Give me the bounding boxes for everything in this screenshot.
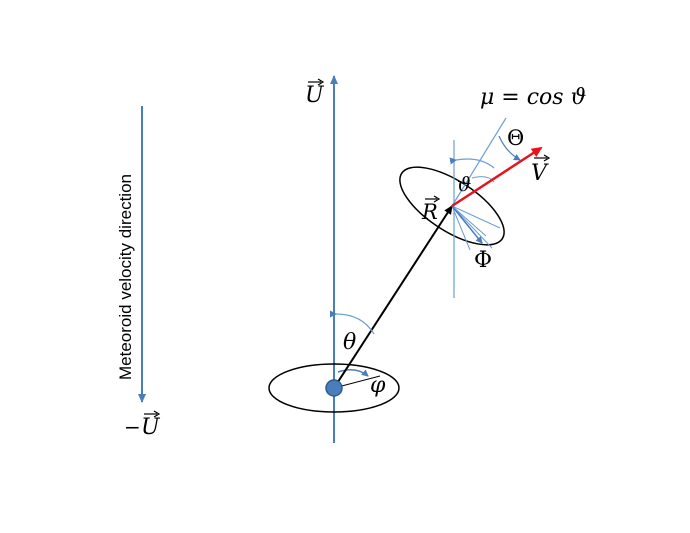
local-ellipse: [399, 166, 505, 246]
meteoroid-direction-label: Meteoroid velocity direction: [116, 174, 135, 380]
r-label: R: [421, 195, 441, 224]
theta-label: θ: [343, 330, 356, 355]
v-vector: [451, 146, 543, 208]
phi-angle-arc: [337, 369, 369, 377]
base-ellipse: [268, 363, 400, 413]
vector-arrow-icon: [425, 195, 441, 203]
vector-arrow-icon: [534, 154, 551, 162]
svg-text:U: U: [141, 415, 161, 440]
phi-label: φ: [370, 373, 386, 398]
u-label: U: [305, 78, 325, 108]
big-theta-angle-arc: [498, 135, 521, 161]
radial-lines: [451, 205, 501, 251]
v-label: V: [531, 154, 551, 186]
vector-arrow-icon: [144, 410, 161, 418]
big-theta-label: Θ: [507, 126, 524, 150]
svg-text:U: U: [305, 83, 325, 108]
vartheta-label: ϑ: [457, 172, 471, 196]
mu-formula: μ = cos ϑ: [480, 85, 587, 110]
r-direction-extension: [451, 117, 507, 207]
r-vector: [333, 205, 453, 389]
vartheta-angle-arc: [449, 157, 495, 169]
big-phi-label: Φ: [474, 248, 492, 273]
vector-arrow-icon: [308, 78, 325, 86]
svg-text:−: −: [124, 415, 141, 439]
minus-u-label: − U: [124, 410, 161, 440]
theta-angle-arc: [329, 310, 375, 335]
svg-text:V: V: [531, 161, 549, 186]
origin-dot: [325, 379, 343, 397]
